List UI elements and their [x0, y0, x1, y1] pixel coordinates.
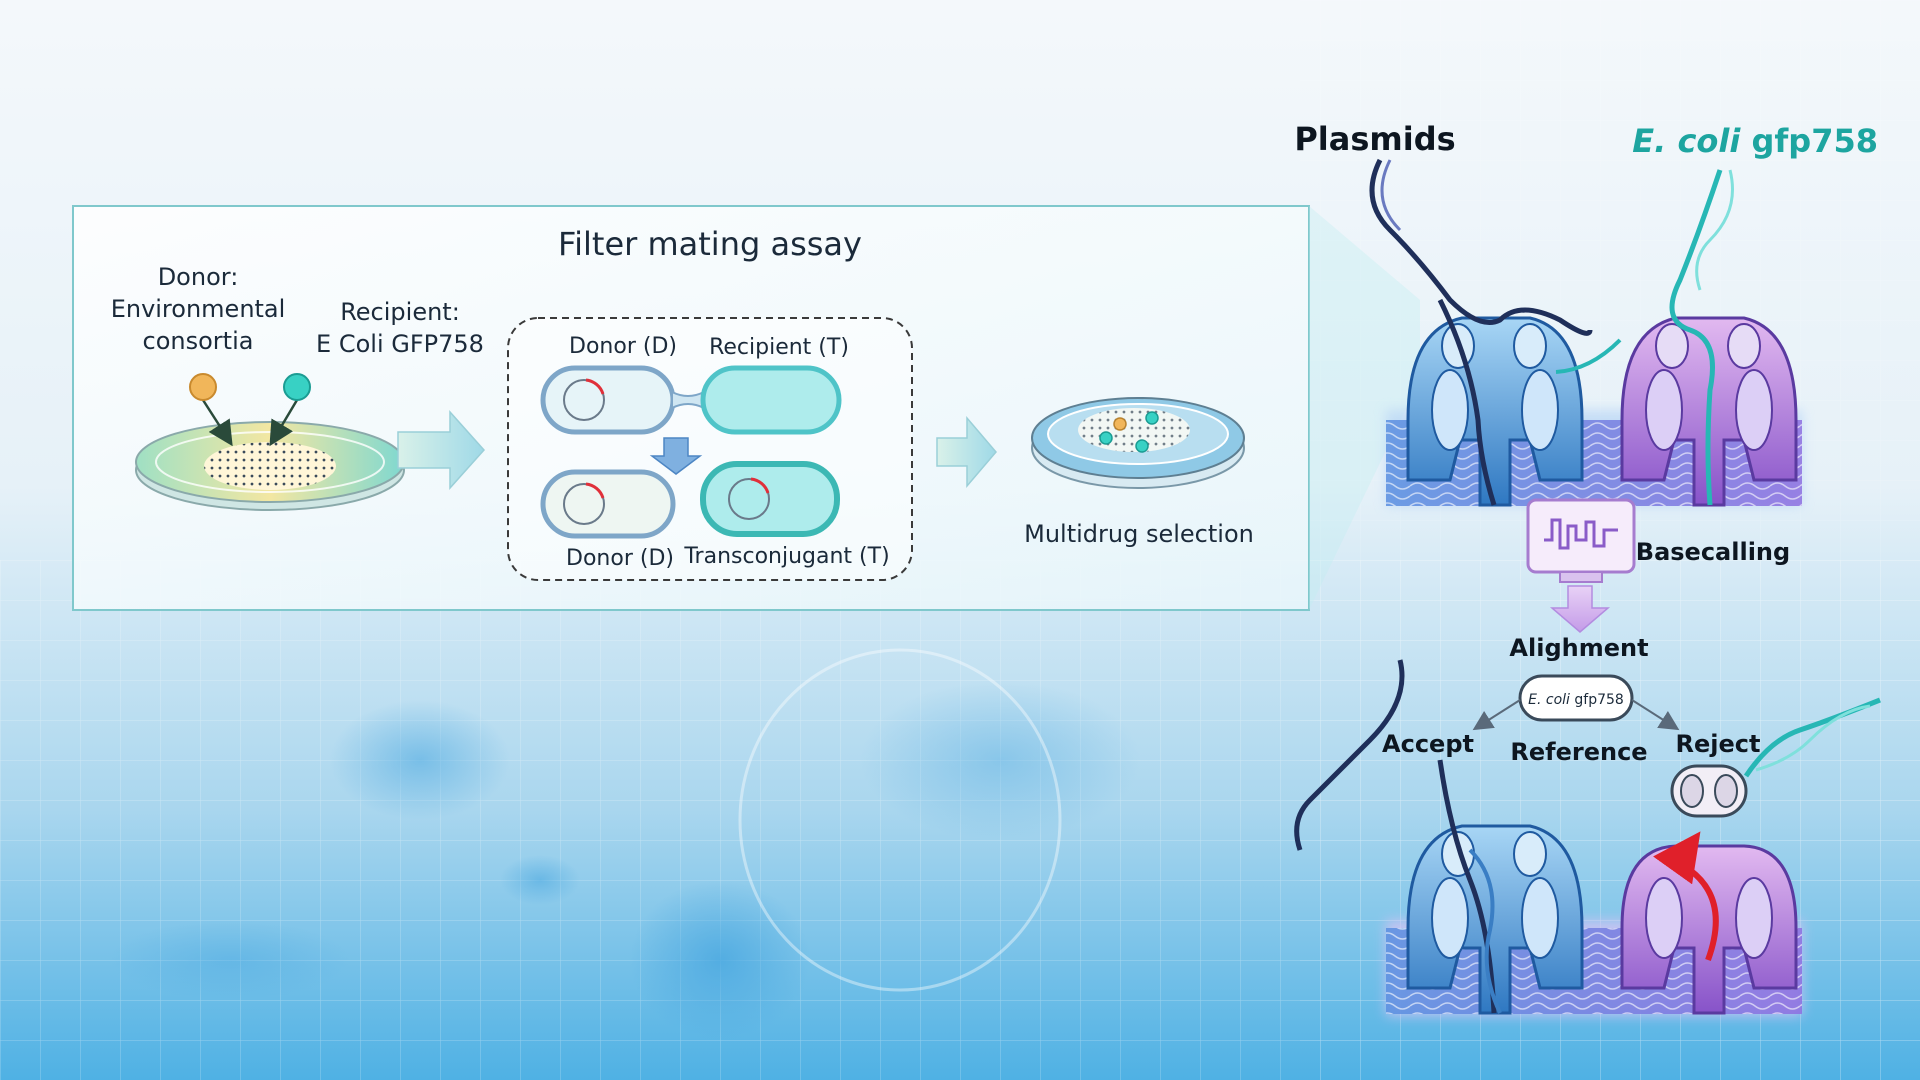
ecoli-strand: [1669, 169, 1723, 506]
filter-mating-panel: Filter mating assay Donor: Environmental…: [72, 205, 1310, 611]
recipient-cell: [700, 365, 842, 435]
selection-petri-dish: [1031, 397, 1245, 489]
plasmids-label: Plasmids: [1294, 120, 1455, 158]
cell-donor-top-label: Donor (D): [569, 334, 677, 359]
panel-title: Filter mating assay: [558, 225, 862, 263]
nanopore-left-top: [1406, 316, 1584, 507]
donor-label-line3: consortia: [143, 327, 254, 355]
conjugation-box: Donor (D) Recipient (T): [507, 317, 913, 581]
plasmid-ring: [728, 478, 770, 520]
cell-recipient-label: Recipient (T): [709, 335, 849, 360]
plasmid-ring: [563, 483, 605, 525]
donor-label-line2: Environmental: [111, 295, 286, 323]
recipient-cell-dot: [283, 373, 311, 401]
ecoli-label: E. coli gfp758: [1632, 122, 1878, 160]
nanopore-pipeline: Plasmids E. coli gfp758: [1294, 120, 1881, 1016]
mating-petri-dish: [135, 373, 405, 511]
nanopore-left-bottom: [1406, 824, 1584, 1015]
donor-cell-bottom: [540, 469, 676, 539]
reference-box: E. coli gfp758: [1518, 674, 1634, 722]
nanopore-membrane-bottom: [1386, 824, 1802, 1016]
basecalling-label: Basecalling: [1636, 538, 1790, 566]
selection-label: Multidrug selection: [1024, 520, 1254, 548]
basecalling-monitor-icon: [1526, 498, 1636, 583]
alignment-label: Alighment: [1509, 634, 1648, 662]
reject-arrow: [1653, 831, 1719, 962]
transfer-arrow: [649, 437, 703, 475]
recipient-label-line2: E Coli GFP758: [316, 330, 484, 358]
reference-label: Reference: [1510, 738, 1647, 766]
donor-cell-top: [540, 365, 676, 435]
transconjugant-cell: [700, 461, 840, 537]
svg-text:E. coli gfp758: E. coli gfp758: [1528, 692, 1624, 708]
accept-label: Accept: [1382, 730, 1474, 758]
recipient-label-line1: Recipient:: [340, 298, 460, 326]
alignment-arrow: [1549, 585, 1611, 633]
plasmid-ring: [563, 379, 605, 421]
reject-label: Reject: [1676, 730, 1761, 758]
donor-label-line1: Donor:: [158, 263, 239, 291]
nanopore-membrane-top: [1386, 316, 1802, 507]
cell-transconjugant-label: Transconjugant (T): [683, 544, 889, 569]
ejected-pore-cap: [1670, 764, 1748, 818]
arrow-to-selection: [936, 415, 997, 489]
accepted-plasmid-strand: [1294, 659, 1405, 851]
cell-donor-bottom-label: Donor (D): [566, 546, 674, 571]
donor-cell-dot: [189, 373, 217, 401]
nanopore-right-bottom: [1620, 844, 1798, 1015]
plasmid-strand: [1369, 158, 1593, 336]
arrow-to-conjugation: [397, 410, 486, 490]
